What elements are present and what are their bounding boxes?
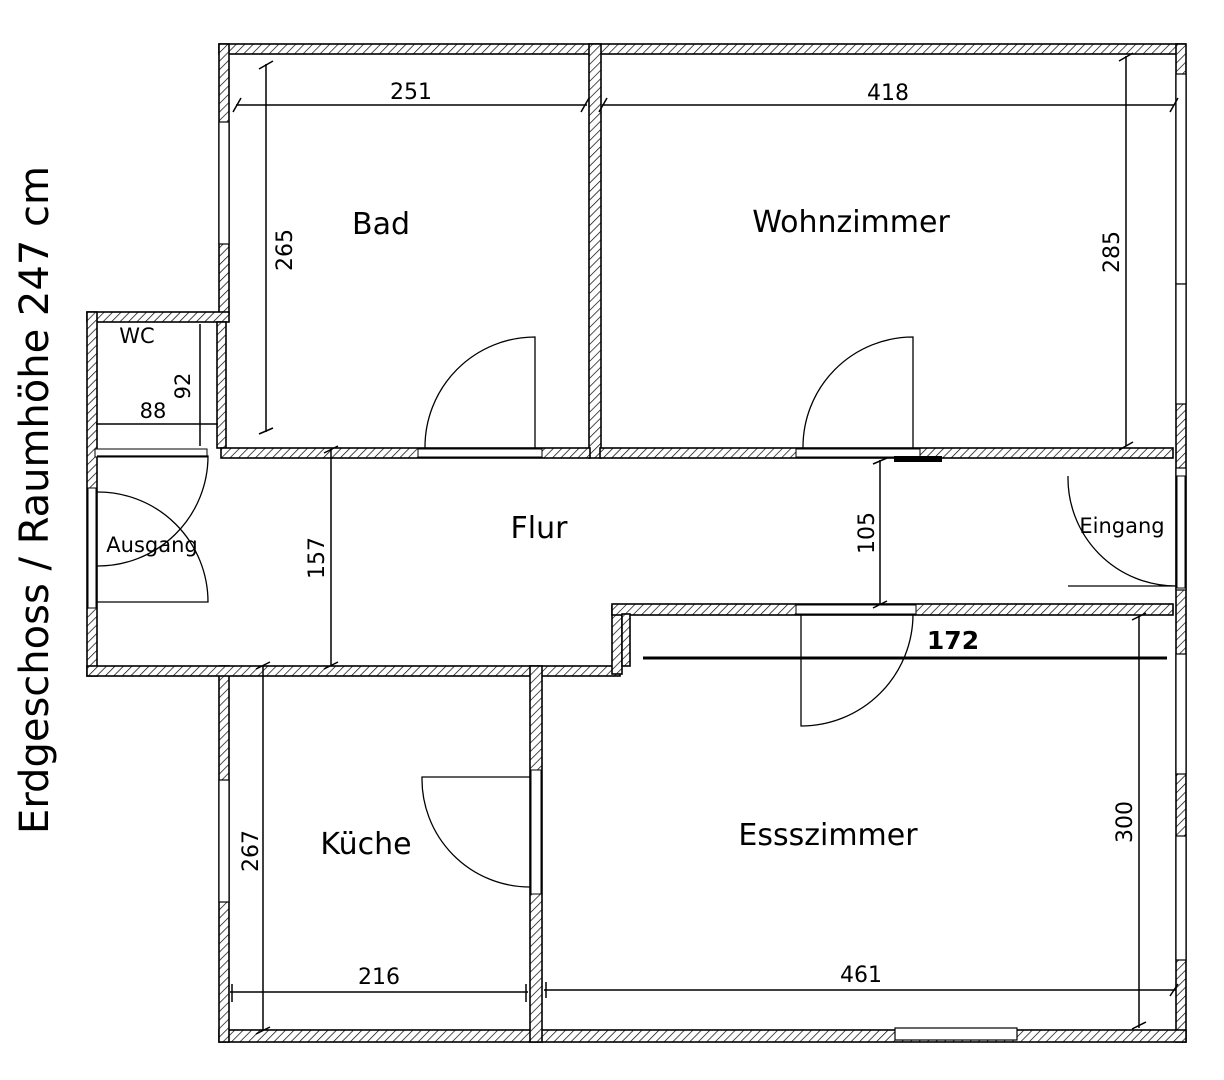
label-eingang: Eingang <box>1079 514 1164 538</box>
room-label-flur: Flur <box>511 511 569 546</box>
window-left-kueche <box>218 779 230 903</box>
window-right-5 <box>1175 835 1187 961</box>
door-esszimmer <box>800 613 914 727</box>
wall-wc-top <box>86 311 230 323</box>
window-right-2 <box>1175 283 1187 405</box>
plan-title: Erdgeschoss / Raumhöhe 247 cm <box>12 166 58 834</box>
wall-outer-top <box>218 43 1186 55</box>
dim-ess-height: 300 <box>1113 801 1138 843</box>
room-label-esszimmer: Essszimmer <box>738 818 918 853</box>
door-bad <box>424 336 536 449</box>
wall-ess-step-inner <box>621 613 631 667</box>
door-wc <box>96 455 209 567</box>
room-label-wohnzimmer: Wohnzimmer <box>752 205 950 240</box>
door-wohnzimmer <box>802 336 914 449</box>
door-ausgang <box>96 491 209 603</box>
window-bottom <box>894 1027 1018 1041</box>
door-openings <box>87 448 1186 895</box>
dim-kueche-height: 267 <box>239 830 264 872</box>
dim-flur-right: 105 <box>855 512 880 554</box>
door-kueche <box>421 776 531 888</box>
wall-flur-step <box>611 605 623 675</box>
dim-wohnzimmer-width: 418 <box>867 81 909 106</box>
door-eingang <box>1067 475 1177 587</box>
windows <box>218 73 1187 1041</box>
wall-outer-bottom <box>218 1029 1187 1043</box>
dim-ess-top: 172 <box>927 626 979 655</box>
dim-bad-height: 265 <box>273 229 298 271</box>
room-label-wc: WC <box>119 324 154 348</box>
wall-wc-right <box>216 321 227 449</box>
dim-kueche-width: 216 <box>358 965 400 990</box>
dim-ess-width: 461 <box>840 963 882 988</box>
window-right-4 <box>1175 653 1187 775</box>
dim-wc-width: 88 <box>140 399 167 423</box>
dim-wohnzimmer-height: 285 <box>1100 231 1125 273</box>
dim-flur-left: 157 <box>305 537 330 579</box>
dimension-lines <box>96 52 1179 1035</box>
window-right-1 <box>1175 73 1187 285</box>
window-left-bad <box>218 121 230 245</box>
dim-bad-width: 251 <box>390 80 432 105</box>
doors <box>96 336 1177 888</box>
wall-bad-flur <box>220 447 591 459</box>
wall-bad-wohn <box>588 43 602 459</box>
room-label-kueche: Küche <box>320 827 411 862</box>
room-label-bad: Bad <box>352 207 410 242</box>
walls <box>86 43 1187 1043</box>
label-ausgang: Ausgang <box>106 533 197 557</box>
dim-wc-height: 92 <box>171 373 195 400</box>
